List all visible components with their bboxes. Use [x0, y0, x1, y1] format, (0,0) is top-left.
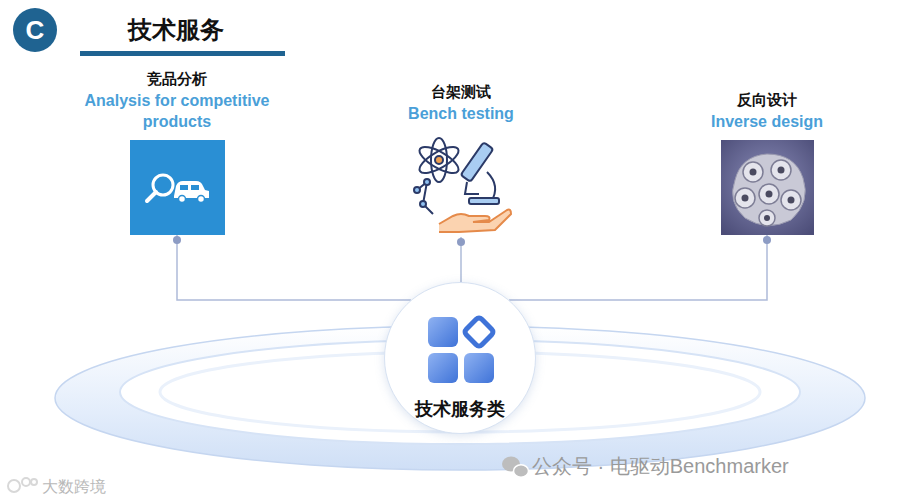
service-card: 台架测试Bench testing [361, 82, 561, 237]
service-card: 竞品分析Analysis for competitive products [77, 69, 277, 235]
title-underline [80, 51, 285, 56]
section-badge: C [13, 8, 57, 52]
connector-dot [173, 236, 181, 244]
card-subtitle: Analysis for competitive products [82, 90, 272, 132]
metal-icon [721, 140, 814, 235]
watermark-text: 公众号 · 电驱动Benchmarker [532, 453, 789, 480]
watermark-logo [8, 478, 37, 492]
apps-icon [426, 315, 496, 385]
hub-label: 技术服务类 [385, 397, 535, 421]
card-subtitle: Bench testing [366, 103, 556, 124]
hub-circle: 技术服务类 [384, 282, 536, 434]
scope-icon [409, 132, 514, 237]
connector-line [177, 235, 411, 300]
service-card: 反向设计Inverse design [667, 90, 867, 235]
watermark-text: 大数跨境 [42, 477, 106, 498]
page-title: 技术服务 [128, 14, 224, 46]
card-heading: 反向设计 [672, 90, 862, 110]
connector-line [509, 235, 767, 300]
card-subtitle: Inverse design [672, 111, 862, 132]
card-heading: 竞品分析 [82, 69, 272, 89]
connector-dot [457, 238, 465, 246]
badge-letter: C [26, 15, 45, 46]
connector-dot [763, 236, 771, 244]
wechat-icon [502, 457, 529, 478]
card-heading: 台架测试 [366, 82, 556, 102]
car-icon [130, 140, 225, 235]
